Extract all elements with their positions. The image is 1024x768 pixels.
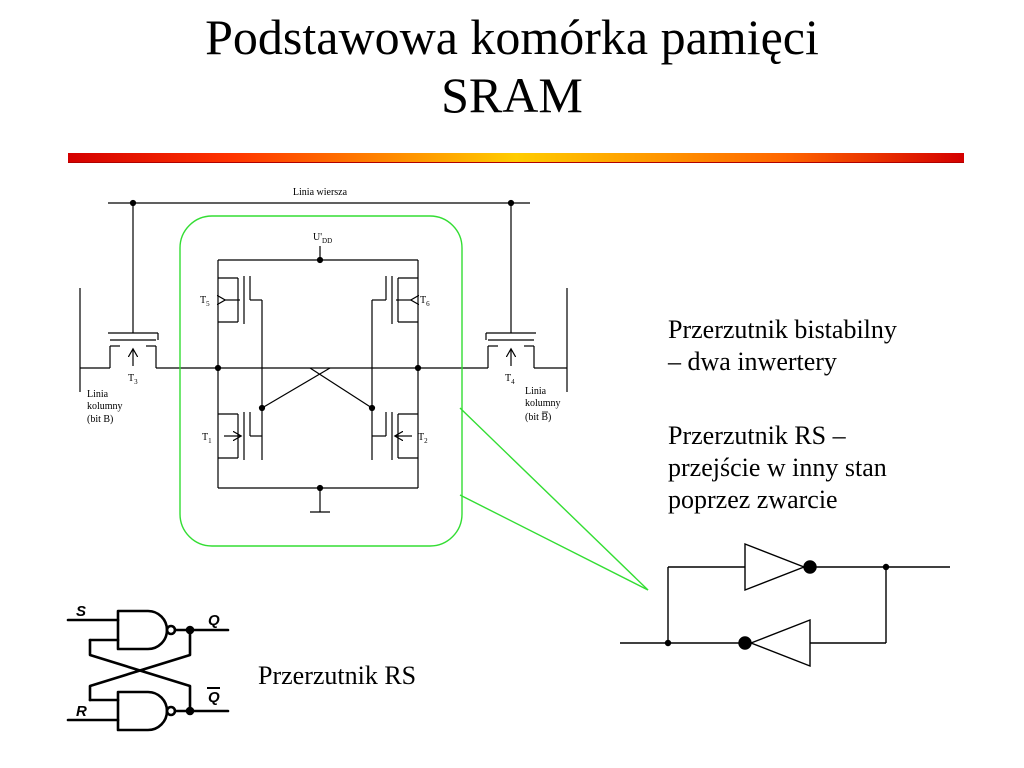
- rs-desc-line-2: przejście w inny stan: [668, 453, 887, 482]
- rs-desc-line-3: poprzez zwarcie: [668, 485, 838, 514]
- title-line-2: SRAM: [441, 67, 583, 123]
- inverter-bubble: [803, 560, 817, 574]
- transistor-t3: [80, 203, 420, 369]
- highlight-box: [179, 215, 463, 547]
- input-r-label: R: [76, 703, 87, 720]
- callout-line: [459, 494, 649, 591]
- label-t5: T5: [200, 295, 210, 308]
- title-line-1: Podstawowa komórka pamięci: [205, 9, 819, 65]
- bit-line-left-label-2: kolumny: [87, 401, 123, 412]
- label-t4: T4: [505, 373, 515, 386]
- transistor-t4: [420, 203, 567, 369]
- rs-flipflop: [66, 609, 230, 732]
- cross-wire: [261, 367, 331, 409]
- transistor-t1: [218, 408, 263, 460]
- bistable-description: Przerzutnik bistabilny – dwa inwertery: [668, 314, 988, 378]
- label-t3: T3: [128, 373, 138, 386]
- inverter-bubble: [738, 636, 752, 650]
- transistor-t2: [371, 408, 418, 460]
- sram-schematic: [79, 199, 568, 513]
- junction-dot: [664, 639, 672, 647]
- nand-gate-top: [116, 609, 169, 651]
- inverter-bottom: [749, 618, 811, 668]
- row-line-label: Linia wiersza: [293, 187, 348, 198]
- label-t1: T1: [202, 432, 212, 445]
- inverter-top: [744, 542, 806, 592]
- input-s-label: S: [76, 603, 86, 620]
- rs-flipflop-caption: Przerzutnik RS: [258, 661, 417, 690]
- junction-dot: [214, 364, 222, 372]
- bit-line-right-label-2: kolumny: [525, 398, 561, 409]
- transistor-t5: [218, 276, 263, 408]
- bit-line-right-label-1: Linia: [525, 386, 547, 397]
- bit-line-left-label-3: (bit B): [87, 414, 113, 425]
- supply-label: U'DD: [313, 232, 332, 245]
- callout-line: [459, 407, 649, 591]
- bistable-inverters: [620, 542, 950, 668]
- junction-dot: [414, 364, 422, 372]
- rs-description: Przerzutnik RS – przejście w inny stan p…: [668, 420, 988, 516]
- output-q-label: Q: [208, 612, 220, 629]
- nand-gate-bottom: [116, 690, 169, 732]
- output-qbar-label: Q: [208, 689, 220, 706]
- label-t2: T2: [418, 432, 428, 445]
- bit-line-right-label-3: (bit B): [525, 412, 551, 423]
- bistable-line-1: Przerzutnik bistabilny: [668, 315, 897, 344]
- transistor-t6: [371, 276, 418, 408]
- bit-line-left-label-1: Linia: [87, 389, 109, 400]
- title-divider: [68, 153, 964, 162]
- slide-title: Podstawowa komórka pamięci SRAM: [0, 8, 1024, 124]
- rs-desc-line-1: Przerzutnik RS –: [668, 421, 846, 450]
- cross-wire: [309, 367, 373, 409]
- bistable-line-2: – dwa inwertery: [668, 347, 837, 376]
- label-t6: T6: [420, 295, 430, 308]
